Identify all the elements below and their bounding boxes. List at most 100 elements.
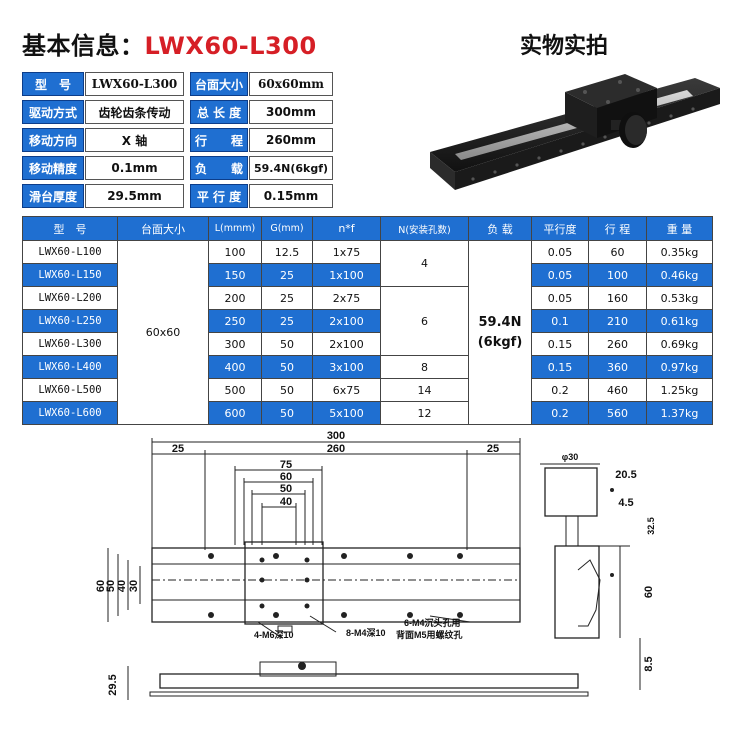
cell-L: 100 — [208, 240, 262, 264]
cell-stroke: 360 — [588, 355, 647, 379]
title-label: 基本信息： — [22, 32, 145, 60]
table-row: LWX60-L400 400 50 3x100 8 0.15 360 0.97k… — [22, 355, 713, 379]
table-row: LWX60-L200 200 25 2x75 6 0.05 160 0.53kg — [22, 286, 713, 356]
cell-G: 50 — [261, 332, 313, 356]
note-m6: 4-M6深10 — [254, 629, 294, 640]
spec-key: 型 号 — [22, 72, 84, 96]
dim-side-60: 60 — [643, 586, 655, 598]
spec-value: 260mm — [249, 128, 333, 152]
column-header: N(安装孔数) — [380, 216, 469, 241]
spec-value: X 轴 — [85, 128, 184, 152]
cell-nf: 5x100 — [312, 401, 381, 425]
dim-h30: 30 — [128, 580, 140, 592]
cell-G: 50 — [261, 378, 313, 402]
spec-row: 移动精度 0.1mm 负 载 59.4N(6kgf) — [22, 156, 344, 180]
cell-nf: 3x100 — [312, 355, 381, 379]
cell-weight: 1.37kg — [646, 401, 713, 425]
cell-hole-count: 14 — [380, 378, 469, 402]
note-m4-sink: 6-M4沉头孔用 — [404, 617, 461, 628]
cell-parallelism: 0.05 — [531, 263, 589, 287]
cell-L: 600 — [208, 401, 262, 425]
cell-hole-count: 4 — [380, 240, 469, 287]
spec-value: 300mm — [249, 100, 333, 124]
spec-key: 滑台厚度 — [22, 184, 84, 208]
spec-key: 负 载 — [190, 156, 248, 180]
column-header: n*f — [312, 216, 381, 241]
column-header: 重 量 — [646, 216, 713, 241]
cell-nf: 1x100 — [312, 263, 381, 287]
cell-L: 400 — [208, 355, 262, 379]
title-model: LWX60-L300 — [144, 32, 317, 60]
cell-stroke: 460 — [588, 378, 647, 402]
column-header: 台面大小 — [117, 216, 209, 241]
column-header: 型 号 — [22, 216, 118, 241]
cell-parallelism: 0.2 — [531, 401, 589, 425]
cell-G: 25 — [261, 286, 313, 310]
table-header-row: 型 号 台面大小 L(mmm) G(mm) n*f N(安装孔数) 负 载 平行… — [22, 216, 713, 241]
cell-G: 25 — [261, 263, 313, 287]
table-row: LWX60-L600 600 50 5x100 12 0.2 560 1.37k… — [22, 401, 713, 425]
table-row: LWX60-L150 150 25 1x100 0.05 100 0.46kg — [22, 263, 713, 287]
cell-L: 200 — [208, 286, 262, 310]
cell-model: LWX60-L200 — [22, 286, 118, 310]
table-row: LWX60-L100 60x60 100 12.5 1x75 4 59.4N (… — [22, 240, 713, 425]
cell-model: LWX60-L100 — [22, 240, 118, 264]
dim-40: 40 — [280, 496, 292, 508]
spec-key: 台面大小 — [190, 72, 248, 96]
cell-nf: 2x100 — [312, 332, 381, 356]
dim-50: 50 — [280, 483, 292, 495]
cell-parallelism: 0.2 — [531, 378, 589, 402]
spec-key: 移动精度 — [22, 156, 84, 180]
cell-table-size: 60x60 — [117, 240, 209, 425]
column-header: 负 载 — [468, 216, 532, 241]
spec-key: 平 行 度 — [190, 184, 248, 208]
table-row: LWX60-L300 300 50 2x100 0.15 260 0.69kg — [22, 332, 713, 356]
cell-parallelism: 0.1 — [531, 309, 589, 333]
dim-end-right: 25 — [487, 443, 499, 455]
spec-row: 驱动方式 齿轮齿条传动 总 长 度 300mm — [22, 100, 344, 124]
cell-weight: 0.61kg — [646, 309, 713, 333]
cell-stroke: 60 — [588, 240, 647, 264]
cell-hole-count: 8 — [380, 355, 469, 379]
dim-h50: 50 — [105, 580, 117, 592]
basic-info-grid: 型 号 LWX60-L300 台面大小 60x60mm 驱动方式 齿轮齿条传动 … — [22, 72, 344, 212]
cell-nf: 2x75 — [312, 286, 381, 310]
cell-hole-count: 12 — [380, 401, 469, 425]
model-table: 型 号 台面大小 L(mmm) G(mm) n*f N(安装孔数) 负 载 平行… — [22, 216, 713, 425]
cell-L: 150 — [208, 263, 262, 287]
column-header: 平行度 — [531, 216, 589, 241]
dim-4-5: 4.5 — [618, 497, 633, 509]
dim-h60: 60 — [95, 580, 107, 592]
note-m4: 8-M4深10 — [346, 627, 386, 638]
cell-stroke: 100 — [588, 263, 647, 287]
cell-stroke: 160 — [588, 286, 647, 310]
load-newton: 59.4N — [478, 314, 522, 330]
spec-value: 0.15mm — [249, 184, 333, 208]
cell-weight: 0.46kg — [646, 263, 713, 287]
dim-thickness: 29.5 — [107, 674, 119, 695]
cell-weight: 0.35kg — [646, 240, 713, 264]
load-kgf: (6kgf) — [477, 334, 523, 350]
cell-model: LWX60-L250 — [22, 309, 118, 333]
cell-L: 300 — [208, 332, 262, 356]
cell-stroke: 260 — [588, 332, 647, 356]
cell-G: 25 — [261, 309, 313, 333]
cell-G: 50 — [261, 355, 313, 379]
technical-drawing: 300 25 260 25 75 60 50 40 60 50 40 30 29… — [95, 430, 656, 700]
spec-key: 总 长 度 — [190, 100, 248, 124]
column-header: 行 程 — [588, 216, 647, 241]
table-row: LWX60-L250 250 25 2x100 0.1 210 0.61kg — [22, 309, 713, 333]
cell-nf: 6x75 — [312, 378, 381, 402]
cell-weight: 1.25kg — [646, 378, 713, 402]
spec-value: 齿轮齿条传动 — [85, 100, 184, 124]
cell-nf: 1x75 — [312, 240, 381, 264]
dim-stroke: 260 — [327, 443, 345, 455]
spec-key: 移动方向 — [22, 128, 84, 152]
column-header: G(mm) — [261, 216, 313, 241]
cell-L: 250 — [208, 309, 262, 333]
cell-model: LWX60-L300 — [22, 332, 118, 356]
spec-row: 型 号 LWX60-L300 台面大小 60x60mm — [22, 72, 344, 96]
column-header: L(mmm) — [208, 216, 262, 241]
cell-parallelism: 0.15 — [531, 355, 589, 379]
cell-nf: 2x100 — [312, 309, 381, 333]
